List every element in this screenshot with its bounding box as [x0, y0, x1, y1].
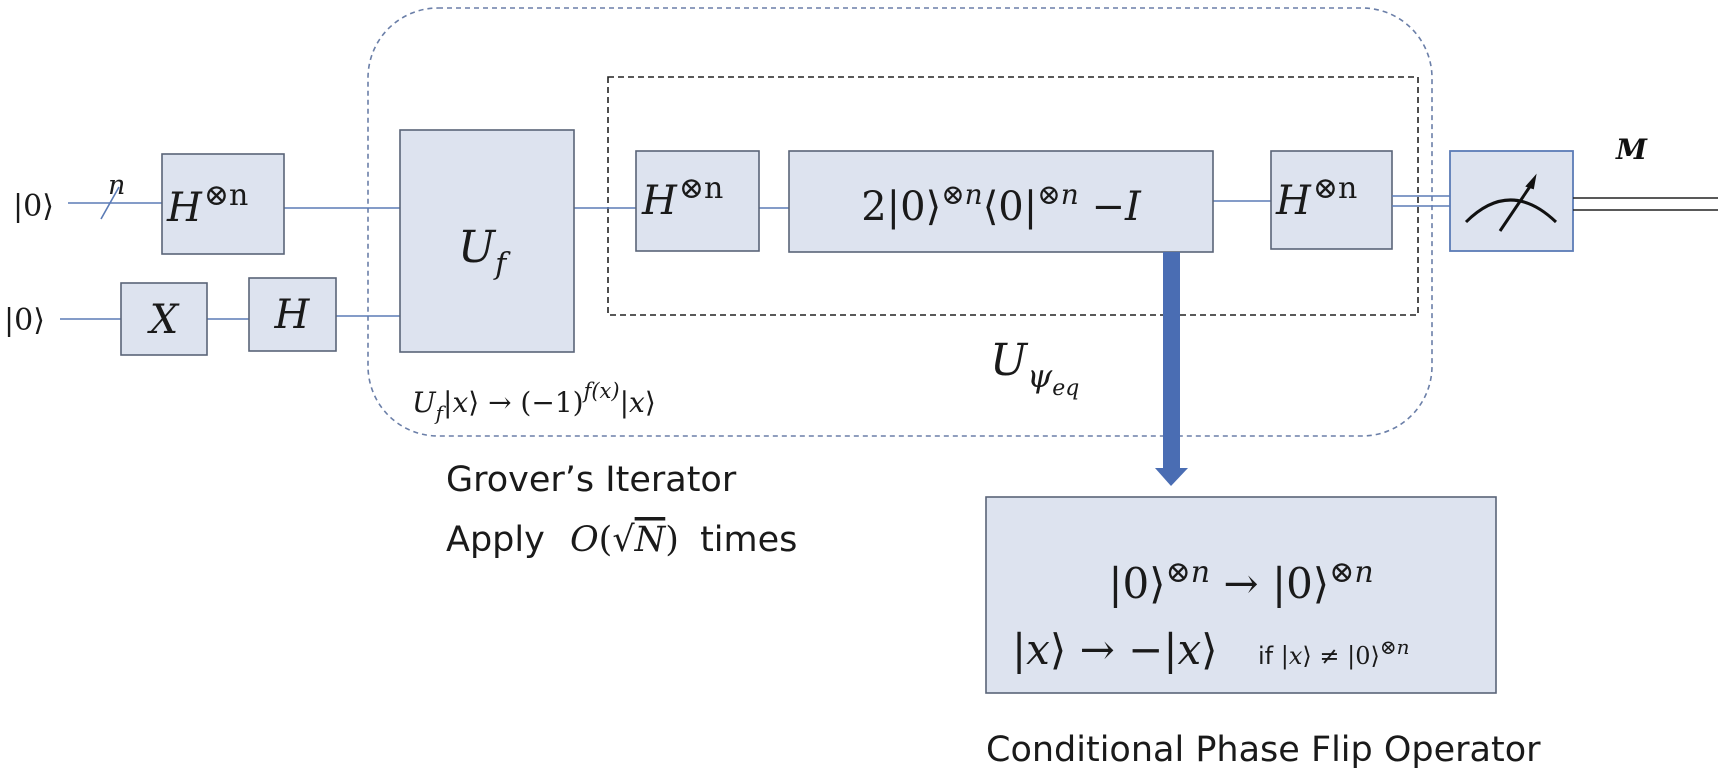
- output-label: M: [1615, 133, 1648, 166]
- svg-text:|x⟩ → −|x⟩: |x⟩ → −|x⟩: [1012, 625, 1218, 674]
- classical-wire-out: [1573, 197, 1718, 211]
- input-ket-top: |0⟩: [13, 189, 54, 224]
- down-arrow-icon: [1155, 252, 1188, 486]
- measurement-gate: [1449, 150, 1574, 252]
- svg-text:X: X: [147, 297, 180, 343]
- diffusion-operator-region: [607, 76, 1419, 316]
- quantum-wires: [60, 200, 1271, 320]
- iterator-caption-repeat: Apply O(√N) times: [446, 520, 797, 560]
- svg-text:H⊗n: H⊗n: [166, 178, 248, 231]
- classical-wire-in: [1392, 195, 1450, 207]
- meter-arrowhead-icon: [1525, 173, 1537, 190]
- svg-text:H: H: [274, 292, 311, 338]
- svg-text:2|0⟩⊗n⟨0|⊗n −I: 2|0⟩⊗n⟨0|⊗n −I: [861, 178, 1142, 230]
- h-n-diffusion-right-gate: H⊗n: [1270, 150, 1393, 250]
- svg-text:if |x⟩ ≠ |0⟩⊗n: if |x⟩ ≠ |0⟩⊗n: [1258, 635, 1410, 671]
- svg-text:H⊗n: H⊗n: [1275, 171, 1357, 224]
- input-ket-bottom: |0⟩: [4, 303, 45, 338]
- diffusion-operator-label: Uψeq: [990, 335, 1079, 401]
- svg-text:H⊗n: H⊗n: [641, 171, 723, 224]
- iterator-caption-title: Grover’s Iterator: [446, 460, 737, 500]
- x-gate: X: [120, 282, 208, 356]
- grover-iterator-region: [367, 7, 1433, 437]
- h-gate: H: [248, 277, 337, 352]
- phase-flip-box: |0⟩⊗n → |0⟩⊗n |x⟩ → −|x⟩ if |x⟩ ≠ |0⟩⊗n: [985, 496, 1497, 694]
- svg-text:|0⟩⊗n → |0⟩⊗n: |0⟩⊗n → |0⟩⊗n: [1108, 555, 1373, 608]
- phase-flip-caption: Conditional Phase Flip Operator: [986, 730, 1541, 770]
- bus-size-label: n: [108, 170, 125, 201]
- oracle-uf-gate: Uf: [399, 129, 575, 353]
- reflection-gate: 2|0⟩⊗n⟨0|⊗n −I: [788, 150, 1214, 253]
- meter-needle-icon: [1498, 181, 1535, 232]
- oracle-action-formula: Uf|x⟩ → (−1)f(x)|x⟩: [412, 379, 656, 425]
- meter-arc-icon: [1464, 198, 1558, 224]
- h-n-input-gate: H⊗n: [161, 153, 285, 255]
- bus-slash-icon: [100, 186, 120, 220]
- h-n-diffusion-left-gate: H⊗n: [635, 150, 760, 252]
